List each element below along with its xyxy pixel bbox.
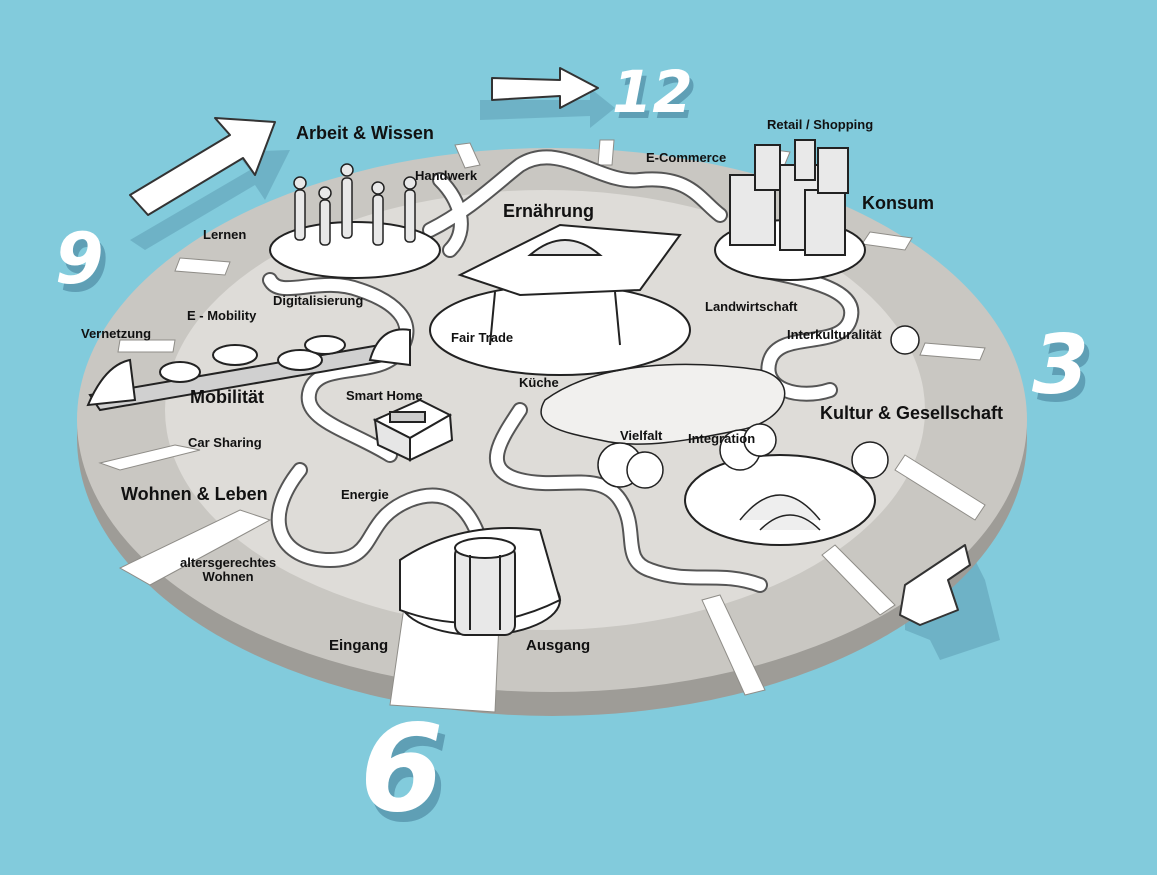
topic-smart-home: Smart Home: [346, 388, 423, 403]
entrance-rotunda: [399, 527, 562, 636]
arrow-bottomright: [899, 544, 971, 626]
shopping-towers: [729, 139, 849, 256]
theme-ernaehrung: Ernährung: [503, 201, 595, 221]
clock-number-12: 12: [612, 58, 693, 126]
theme-konsum: Konsum: [862, 193, 934, 213]
theme-wohnen-leben: Wohnen & Leben: [121, 484, 268, 504]
topic-vielfalt: Vielfalt: [620, 428, 663, 443]
culture-park: [597, 325, 920, 531]
topic-eingang: Eingang: [329, 637, 389, 654]
topic-car-sharing: Car Sharing: [188, 435, 262, 450]
topic-interkulturalitaet: Interkulturalität: [787, 327, 882, 342]
topic-integration: Integration: [688, 431, 756, 446]
topic-kueche: Küche: [519, 375, 559, 390]
topic-energie: Energie: [341, 487, 389, 502]
clock-number-6: 6: [360, 700, 444, 839]
theme-mobilitaet: Mobilität: [190, 387, 264, 407]
clock-number-6-text: 6: [360, 700, 444, 839]
topic-altersgerechtes-wohnen: altersgerechtes Wohnen: [180, 555, 277, 585]
people-statues: [293, 163, 417, 246]
topic-e-mobility: E - Mobility: [187, 308, 257, 323]
smart-home-house: [372, 398, 454, 462]
rotation-arrows: [129, 67, 971, 626]
arrow-top: [491, 67, 599, 109]
mobility-road: [86, 328, 411, 412]
topic-lernen: Lernen: [203, 227, 247, 242]
clock-number-9: 9: [55, 218, 104, 300]
clock-number-3: 3: [1032, 318, 1089, 413]
clock-number-9-text: 9: [55, 218, 104, 300]
topic-altersgerechtes-line1: altersgerechtes: [180, 555, 277, 570]
food-pavilion: [457, 223, 682, 346]
topic-fair-trade: Fair Trade: [451, 330, 514, 345]
platform-arbeit: [269, 221, 441, 279]
arrow-topleft: [129, 117, 276, 216]
theme-kultur-gesellschaft: Kultur & Gesellschaft: [820, 403, 1004, 423]
theme-arbeit-wissen: Arbeit & Wissen: [296, 123, 434, 143]
topic-landwirtschaft: Landwirtschaft: [705, 299, 798, 314]
topic-digitalisierung: Digitalisierung: [273, 293, 364, 308]
topic-handwerk: Handwerk: [415, 168, 478, 183]
clock-number-12-text: 12: [612, 58, 693, 126]
topic-vernetzung: Vernetzung: [81, 326, 152, 341]
topic-retail-shopping: Retail / Shopping: [767, 117, 874, 132]
clock-number-3-text: 3: [1032, 318, 1090, 413]
topic-e-commerce: E-Commerce: [646, 150, 727, 165]
topic-altersgerechtes-line2: Wohnen: [202, 569, 254, 585]
topic-ausgang: Ausgang: [526, 637, 591, 654]
